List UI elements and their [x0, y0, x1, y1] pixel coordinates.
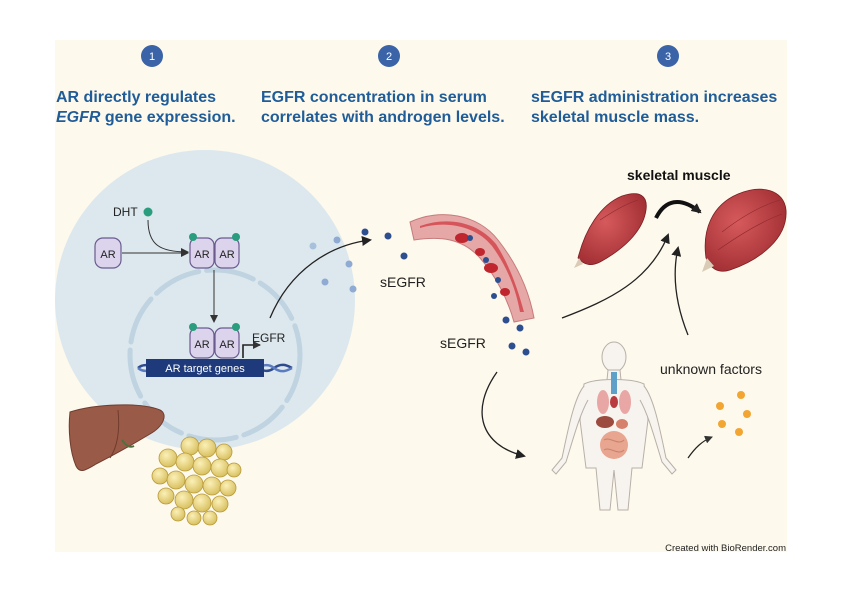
- human-body-icon: [551, 341, 677, 511]
- body-to-factors-arrow: [687, 435, 713, 459]
- step-1-title-italic-gene: EGFR: [56, 109, 101, 126]
- skeletal-muscle-label: skeletal muscle: [627, 167, 731, 183]
- egfr-gene-label: EGFR: [252, 331, 286, 345]
- segfr-label-bottom: sEGFR: [440, 335, 486, 351]
- step-2-title-line-1: EGFR concentration in serum: [261, 89, 487, 106]
- step-3-badge: 3: [657, 45, 679, 67]
- ar-target-genes-label: AR target genes: [165, 363, 245, 375]
- dht-molecule-icon: [143, 207, 153, 217]
- transcription-start-arrow: [242, 341, 261, 358]
- serum-to-body-arrow: [481, 371, 526, 459]
- ar-label-dimer-1b: AR: [219, 249, 234, 261]
- step-2-badge: 2: [378, 45, 400, 67]
- dht-binding-arrow: [147, 219, 189, 256]
- factors-to-muscle-arrow: [671, 246, 689, 336]
- skeletal-muscle-icon-small: [574, 193, 647, 268]
- internal-organs-icon: [596, 372, 631, 459]
- ar-dimer-cytoplasm: AR AR: [189, 233, 240, 269]
- secretion-arrow: [269, 236, 372, 319]
- unknown-factors-label: unknown factors: [660, 361, 762, 377]
- ar-label-dimer-2a: AR: [194, 339, 209, 351]
- serum-to-muscle-arrow: [561, 233, 670, 319]
- unknown-factors-dots: [716, 391, 751, 436]
- step-2-title: EGFR concentration in serum correlates w…: [261, 88, 505, 128]
- step-1-title-line-2: EGFR gene expression.: [56, 108, 236, 128]
- step-1-title: AR directly regulates EGFR gene expressi…: [56, 88, 236, 128]
- ar-label-dimer-1a: AR: [194, 249, 209, 261]
- dht-label: DHT: [113, 205, 138, 219]
- biorender-credit: Created with BioRender.com: [665, 543, 786, 554]
- adipose-tissue-icon: [151, 436, 242, 526]
- ar-label-free: AR: [100, 249, 115, 261]
- step-1-number: 1: [149, 51, 155, 63]
- cell: [55, 150, 355, 450]
- step-1-badge: 1: [141, 45, 163, 67]
- ar-dimer-nucleus: AR AR: [189, 323, 240, 359]
- step-3-title-line-2: skeletal muscle mass.: [531, 109, 700, 126]
- step-3-number: 3: [665, 51, 671, 63]
- secreted-egfr-dots: [309, 228, 408, 293]
- step-2-number: 2: [386, 51, 392, 63]
- ar-label-dimer-2b: AR: [219, 339, 234, 351]
- step-3-title-line-1: sEGFR administration increases: [531, 89, 778, 106]
- muscle-growth-arrow: [654, 200, 702, 219]
- step-1-title-line-1: AR directly regulates: [56, 89, 217, 106]
- step-3-title: sEGFR administration increases skeletal …: [531, 88, 777, 128]
- segfr-label-top: sEGFR: [380, 274, 426, 290]
- step-1-title-line-2-rest: gene expression.: [100, 109, 236, 126]
- blood-vessel-icon: [409, 214, 535, 323]
- ar-receptor-monomer: AR: [94, 237, 122, 269]
- liver-icon: [68, 404, 165, 471]
- skeletal-muscle-icon-large: [702, 188, 787, 272]
- serum-egfr-dots: [502, 316, 530, 356]
- step-2-title-line-2: correlates with androgen levels.: [261, 109, 505, 126]
- nucleus-membrane: [127, 267, 303, 443]
- ar-target-genes-box: [146, 359, 264, 377]
